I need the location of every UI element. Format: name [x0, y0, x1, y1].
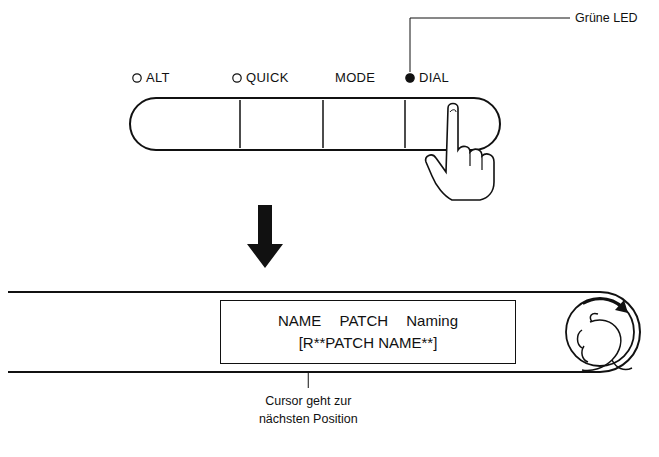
led-indicator [406, 74, 414, 82]
button-strip [130, 98, 500, 150]
dial-button: DIAL [405, 100, 498, 148]
display-body [8, 292, 640, 372]
button-label: QUICK [246, 70, 289, 85]
lcd-menu-line: NAME PATCH Naming [278, 310, 458, 332]
button-divider [404, 100, 406, 148]
rotation-arrow [583, 299, 622, 308]
cursor-callout: Cursor geht zur nächsten Position [243, 392, 373, 428]
alt-button: ALT [132, 100, 240, 148]
finger-line [470, 152, 482, 170]
pressing-hand [426, 104, 494, 201]
leader-line [308, 373, 309, 388]
lcd-name-line: [R**PATCH NAME**] [299, 332, 438, 354]
dial-knob [566, 298, 634, 366]
leader-line [410, 18, 570, 72]
led-callout: Grüne LED [575, 11, 638, 25]
led-indicator [133, 74, 141, 82]
mode-button: MODE [323, 100, 405, 148]
button-label: DIAL [419, 70, 449, 85]
hand-on-knob [578, 313, 633, 370]
button-label: MODE [335, 70, 375, 85]
fingernail [450, 110, 456, 112]
quick-button: QUICK [240, 100, 323, 148]
rotation-arrowhead [615, 300, 628, 313]
button-divider [239, 100, 241, 148]
led-indicator [233, 74, 241, 82]
button-label: ALT [146, 70, 170, 85]
lcd-display: NAME PATCH Naming[R**PATCH NAME**] [220, 300, 516, 364]
flow-arrow [247, 205, 283, 268]
button-divider [322, 100, 324, 148]
